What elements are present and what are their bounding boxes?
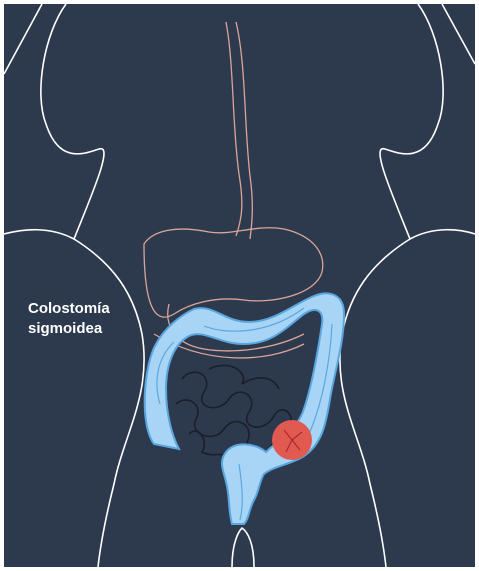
colon [145,293,344,524]
diagram-label: Colostomía sigmoidea [28,299,158,339]
label-line-1: Colostomía [28,299,158,319]
diagram-panel: Colostomía sigmoidea [4,4,475,567]
stoma-marker [272,420,312,460]
anatomy-illustration [4,4,475,567]
label-line-2: sigmoidea [28,319,158,339]
